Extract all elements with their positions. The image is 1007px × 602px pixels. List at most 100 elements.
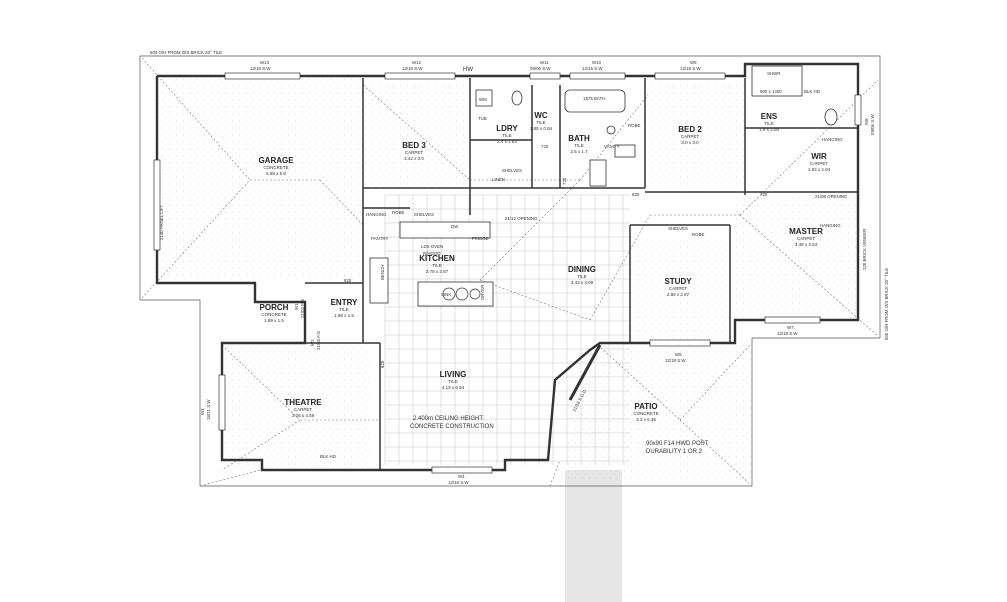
room-theatre: THEATRE CARPET 3.28 x 4.48 xyxy=(284,398,322,418)
sliding-door-mark xyxy=(568,344,602,401)
window-w10-size: 12/15 S.W xyxy=(582,66,603,71)
note-shower-size: 900 x 1400 xyxy=(760,89,782,94)
room-patio: PATIO CONCRETE 3.3 x 5.36 xyxy=(633,402,658,422)
label-door-720-ldry: 720 xyxy=(541,144,549,149)
room-entry: ENTRY TILE 1.98 x 1.5 xyxy=(331,298,358,318)
sink-bowl-1 xyxy=(442,287,456,301)
room-wir-finish: CARPET xyxy=(810,161,829,166)
room-theatre-name: THEATRE xyxy=(284,398,322,407)
note-panel-lift: 2140 PANEL LIFT xyxy=(159,205,164,240)
room-living: LIVING TILE 4.13 x 6.84 xyxy=(440,370,467,390)
window-w5-id: W5 xyxy=(675,352,682,357)
note-ceiling-1: 2.400m CEILING HEIGHT xyxy=(413,416,483,422)
room-study-finish: CARPET xyxy=(669,286,688,291)
room-ens-size: 1.9 x 3.08 xyxy=(759,127,779,132)
label-vanity: VANITY xyxy=(604,144,620,149)
theatre-floor xyxy=(222,345,372,470)
room-garage-name: GARAGE xyxy=(258,156,294,165)
room-kitchen-finish: TILE xyxy=(432,263,442,268)
room-master: MASTER CARPET 3.48 x 3.53 xyxy=(789,227,823,247)
room-wc-size: 1.85 x 0.94 xyxy=(530,126,553,131)
window-w1-size: 21/03 F.G xyxy=(300,298,305,318)
bed3-floor xyxy=(365,85,470,190)
room-dining-name: DINING xyxy=(568,265,596,274)
bed2-floor xyxy=(645,85,750,185)
room-theatre-finish: CARPET xyxy=(294,407,313,412)
room-ldry: LDRY TILE 2.4 x 1.83 xyxy=(496,124,518,144)
master-floor xyxy=(735,195,860,320)
room-wir-name: WIR xyxy=(811,152,827,161)
label-oven: LDS OVEN xyxy=(421,244,443,249)
room-master-finish: CARPET xyxy=(797,236,816,241)
label-wm: WM xyxy=(479,97,487,102)
roof-outline xyxy=(139,55,881,487)
room-living-finish: TILE xyxy=(448,379,458,384)
note-opening-master: 21/08 OPENING xyxy=(815,194,848,199)
room-master-name: MASTER xyxy=(789,227,823,236)
window-w13-size: 12/18 S.W xyxy=(250,66,271,71)
room-living-size: 4.13 x 6.84 xyxy=(442,385,465,390)
internal-walls xyxy=(305,78,858,470)
window-w8-size: 09/06 S.W xyxy=(870,114,875,135)
exterior-walls xyxy=(155,62,860,472)
room-bath-finish: TILE xyxy=(574,143,584,148)
kitchen-fittings xyxy=(369,221,494,307)
room-wc-finish: TILE xyxy=(536,120,546,125)
label-dw: DW xyxy=(451,224,459,229)
room-kitchen-size: 2.78 x 3.87 xyxy=(426,269,449,274)
roof-hip-lines xyxy=(141,57,879,487)
window-w13-id: W13 xyxy=(260,60,270,65)
room-ens-finish: TILE xyxy=(764,121,774,126)
note-post-2: DURABILITY 1 OR 2 xyxy=(646,449,703,455)
note-post-1: 90x90 F14 HWD POST xyxy=(646,441,709,447)
room-patio-finish: CONCRETE xyxy=(633,411,658,416)
note-opening-kitchen: 21/12 OPENING xyxy=(505,216,538,221)
window-w7-id: W7 xyxy=(787,325,794,330)
room-bed2-size: 3.0 x 3.0 xyxy=(681,140,699,145)
room-patio-size: 3.3 x 5.36 xyxy=(636,417,656,422)
room-kitchen-name: KITCHEN xyxy=(419,254,455,263)
note-top-eave: 600 O/H FROM O/S BRICK 20° TILE xyxy=(150,50,222,55)
room-entry-size: 1.98 x 1.5 xyxy=(334,313,354,318)
room-garage: GARAGE CONCRETE 5.98 x 5.8 xyxy=(258,156,294,176)
window-marks xyxy=(153,72,862,474)
room-study: STUDY CARPET 2.89 x 2.87 xyxy=(664,277,692,297)
label-bench: BENCH xyxy=(380,265,385,280)
room-porch-size: 1.99 x 1.5 xyxy=(264,318,284,323)
window-w8-id: W8 xyxy=(864,118,869,125)
window-w4-size: 12/18 S.W xyxy=(448,480,469,485)
room-bed3-finish: CARPET xyxy=(405,150,424,155)
scan-smudge xyxy=(565,470,622,602)
window-w7-size: 12/18 S.W xyxy=(777,331,798,336)
label-shelves: SHELVES xyxy=(414,212,434,217)
note-shower: SHWR xyxy=(767,71,780,76)
room-bed2-finish: CARPET xyxy=(681,134,700,139)
note-blk-hd: BLK HD xyxy=(320,454,336,459)
label-sink: SINK xyxy=(441,292,451,297)
label-door-720-bath: 720 xyxy=(562,177,567,185)
room-study-size: 2.89 x 2.87 xyxy=(667,292,690,297)
room-master-size: 3.48 x 3.53 xyxy=(795,242,818,247)
study-floor xyxy=(632,240,730,340)
window-w11-id: W11 xyxy=(540,60,549,65)
window-w9-size: 12/18 S.W xyxy=(680,66,701,71)
label-linen: LINEN xyxy=(492,177,505,182)
note-blk-hd-ens: BLK HD xyxy=(804,89,820,94)
window-w11-size: 09/06 S.W xyxy=(530,66,551,71)
room-wc: WC TILE 1.85 x 0.94 xyxy=(530,111,553,131)
room-living-name: LIVING xyxy=(440,370,467,379)
window-w4-id: W4 xyxy=(458,474,465,479)
window-w12-id: W12 xyxy=(412,60,422,65)
room-ens: ENS TILE 1.9 x 3.08 xyxy=(759,112,779,132)
window-w3-size: 18/21 S.W xyxy=(206,399,211,420)
label-robe-bed3: ROBE xyxy=(392,210,405,215)
room-bed3: BED 3 CARPET 3.42 x 3.0 xyxy=(402,141,426,161)
room-dining-finish: TILE xyxy=(577,274,587,279)
label-dryer: DRYER xyxy=(480,285,485,300)
window-w9-id: W9 xyxy=(690,60,697,65)
label-robe-study: ROBE xyxy=(692,232,705,237)
room-bed3-name: BED 3 xyxy=(402,141,426,150)
room-ldry-size: 2.4 x 1.83 xyxy=(497,139,517,144)
label-fridge: FRIDGE xyxy=(472,236,489,241)
